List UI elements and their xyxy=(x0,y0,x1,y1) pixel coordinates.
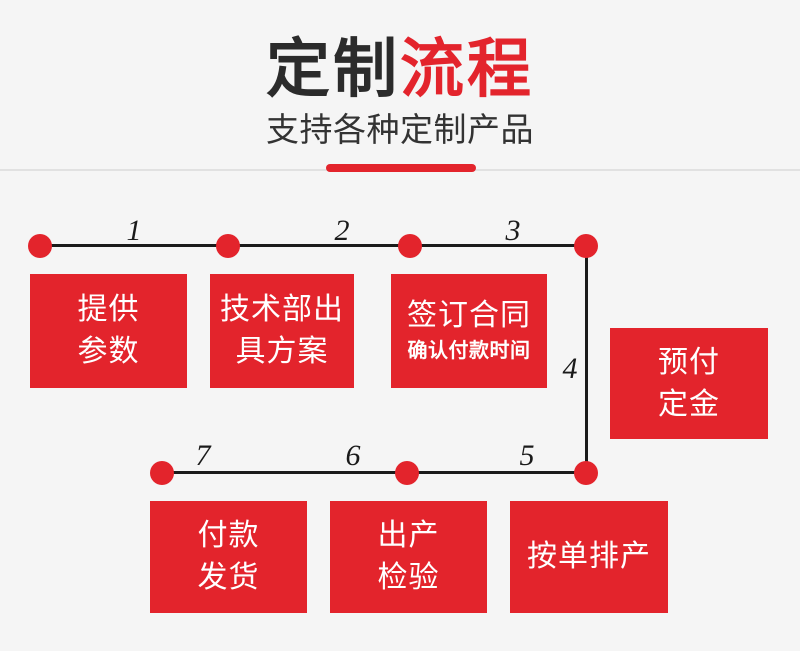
connector-line-top xyxy=(40,244,586,247)
flow-box-label-line: 具方案 xyxy=(235,335,329,368)
flow-box-label-line: 付款 xyxy=(197,519,260,552)
flow-box-production-inspection: 出产 检验 xyxy=(330,501,487,613)
flow-box-label-main: 签订合同 xyxy=(407,299,531,332)
node-dot-3 xyxy=(398,234,422,258)
page-title-red-part: 流程 xyxy=(400,33,534,105)
flow-box-label-line: 定金 xyxy=(658,387,720,421)
flow-box-provide-params: 提供 参数 xyxy=(30,274,187,388)
step-number-3: 3 xyxy=(505,214,521,247)
node-dot-2 xyxy=(216,234,240,258)
connector-line-bottom xyxy=(162,471,587,474)
flow-box-label-line: 预付 xyxy=(658,345,720,379)
flow-box-label-line: 技术部出 xyxy=(220,293,344,326)
flow-box-prepay-deposit: 预付 定金 xyxy=(610,328,768,439)
flow-box-label-line: 检验 xyxy=(377,561,440,594)
connector-line-vertical xyxy=(585,246,588,473)
step-number-2: 2 xyxy=(334,214,350,247)
step-number-4: 4 xyxy=(562,352,578,385)
node-dot-6 xyxy=(395,461,419,485)
flow-box-schedule-by-order: 按单排产 xyxy=(510,501,668,613)
flow-box-label-line: 发货 xyxy=(197,561,260,594)
page-title: 定制流程 xyxy=(0,30,800,108)
flow-box-label-line: 提供 xyxy=(77,293,140,326)
flow-box-label-sub: 确认付款时间 xyxy=(407,340,531,362)
step-number-6: 6 xyxy=(345,439,361,472)
flow-box-tech-plan: 技术部出 具方案 xyxy=(210,274,354,388)
node-dot-5 xyxy=(574,461,598,485)
subtitle-red-underline xyxy=(326,164,476,172)
flow-box-payment-shipping: 付款 发货 xyxy=(150,501,307,613)
node-dot-7 xyxy=(150,461,174,485)
flow-box-label-line: 参数 xyxy=(77,335,140,368)
flow-box-label-line: 按单排产 xyxy=(527,540,651,573)
step-number-7: 7 xyxy=(195,439,211,472)
step-number-1: 1 xyxy=(126,214,142,247)
page-subtitle: 支持各种定制产品 xyxy=(266,111,534,148)
flow-box-sign-contract: 签订合同 确认付款时间 xyxy=(391,274,547,388)
flow-box-label-line: 出产 xyxy=(377,519,440,552)
node-dot-1 xyxy=(28,234,52,258)
node-dot-4 xyxy=(574,234,598,258)
step-number-5: 5 xyxy=(519,439,535,472)
page-title-black-part: 定制 xyxy=(266,33,400,105)
